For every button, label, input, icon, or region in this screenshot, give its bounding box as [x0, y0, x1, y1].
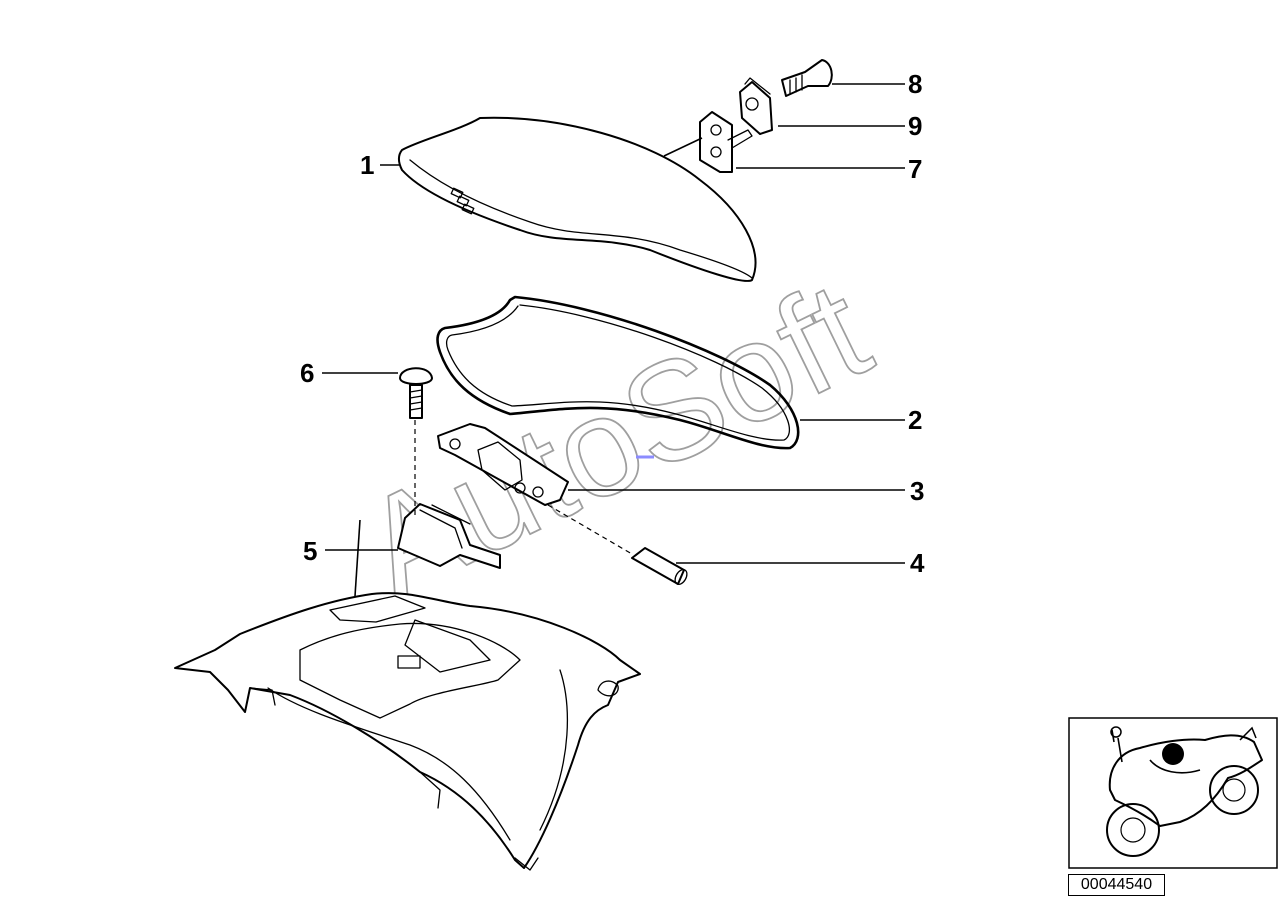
- callout-5: 5: [303, 536, 317, 566]
- callout-4: 4: [910, 548, 925, 578]
- callout-2: 2: [908, 405, 922, 435]
- callout-7: 7: [908, 154, 922, 184]
- part-seal: [436, 295, 800, 450]
- callout-1: 1: [360, 150, 374, 180]
- watermark: AutoSoft: [339, 250, 891, 627]
- part-seat-cover: [398, 116, 757, 282]
- callout-8: 8: [908, 69, 922, 99]
- callout-6: 6: [300, 358, 314, 388]
- diagram-number: 00044540: [1068, 874, 1165, 896]
- part-clip-nut: [739, 77, 773, 135]
- part-bracket: [397, 503, 501, 569]
- part-latch: [437, 423, 569, 506]
- leader-lines: [322, 83, 905, 597]
- part-pin: [631, 547, 688, 586]
- part-hinge-plate: [699, 111, 753, 173]
- part-tray-housing: [174, 592, 641, 871]
- part-screw-6: [399, 367, 433, 419]
- callout-labels: 1 2 3 4 5 6 7 8 9: [300, 69, 925, 578]
- motorcycle-locator-icon: [1068, 717, 1278, 869]
- callout-9: 9: [908, 111, 922, 141]
- callout-3: 3: [910, 476, 924, 506]
- part-screw-8: [781, 59, 833, 97]
